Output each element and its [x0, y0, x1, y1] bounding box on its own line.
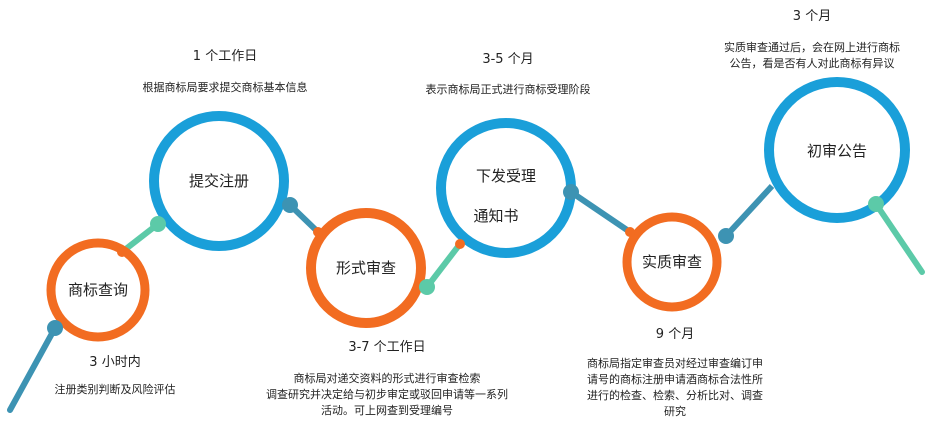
- step-desc-substantive-review-line1: 商标局指定审查员对经过审查编订申: [587, 357, 763, 370]
- joint-dot: [718, 228, 734, 244]
- connector-line: [873, 201, 925, 275]
- step-desc-preliminary-announcement-line2: 公告，看是否有人对此商标有异议: [729, 57, 895, 70]
- joint-dot: [313, 227, 323, 237]
- joint-dot: [282, 197, 298, 213]
- connector-line: [569, 189, 632, 235]
- joint-dot: [625, 227, 635, 237]
- joint-dot: [150, 216, 166, 232]
- joint-dot: [868, 196, 884, 212]
- step-time-acceptance-notice: 3-5 个月: [482, 52, 534, 67]
- connector-line: [723, 183, 775, 239]
- connector-line: [424, 242, 463, 289]
- step-desc-substantive-review-line2: 请号的商标注册申请酒商标合法性所: [587, 373, 763, 386]
- joint-dot: [47, 320, 63, 336]
- step-desc-substantive-review-line3: 进行的检查、检索、分析比对、调查: [587, 389, 763, 402]
- step-desc-formal-review-line3: 活动。可上网查到受理编号: [321, 404, 453, 417]
- step-circle-acceptance-notice: [436, 118, 576, 258]
- step-time-submit: 1 个工作日: [192, 49, 258, 64]
- step-circle-preliminary-announcement: [764, 77, 910, 223]
- step-name-preliminary-announcement: 初审公告: [806, 142, 867, 160]
- joint-dot: [419, 279, 435, 295]
- step-desc-preliminary-announcement-line1: 实质审查通过后，会在网上进行商标: [724, 41, 900, 54]
- step-time-search: 3 小时内: [89, 355, 141, 370]
- step-name-search: 商标查询: [67, 281, 128, 299]
- step-circle-submit: [149, 111, 289, 251]
- joint-dot: [563, 184, 579, 200]
- step-desc-formal-review-line2: 调查研究并决定给与初步审定或驳回申请等一系列: [266, 388, 508, 401]
- step-desc-substantive-review-line4: 研究: [664, 405, 686, 418]
- step-time-formal-review: 3-7 个工作日: [348, 340, 426, 355]
- step-desc-search: 注册类别判断及风险评估: [54, 383, 176, 396]
- step-name-acceptance-notice-line1: 下发受理: [475, 167, 536, 185]
- joint-dot: [455, 239, 465, 249]
- step-name-substantive-review: 实质审查: [641, 253, 702, 271]
- step-name-submit: 提交注册: [188, 172, 249, 190]
- step-circle-substantive-review: [622, 212, 722, 312]
- joint-dot: [117, 247, 127, 257]
- step-name-formal-review: 形式审查: [335, 259, 396, 277]
- step-desc-submit: 根据商标局要求提交商标基本信息: [142, 81, 308, 94]
- step-time-substantive-review: 9 个月: [655, 327, 695, 342]
- step-desc-acceptance-notice: 表示商标局正式进行商标受理阶段: [425, 83, 591, 96]
- step-time-preliminary-announcement: 3 个月: [792, 9, 832, 24]
- step-desc-formal-review-line1: 商标局对递交资料的形式进行审查检索: [293, 372, 481, 385]
- step-name-acceptance-notice-line2: 通知书: [473, 207, 519, 225]
- step-circle-formal-review: [306, 208, 426, 328]
- connector-line: [7, 325, 58, 413]
- step-circle-search: [46, 238, 150, 342]
